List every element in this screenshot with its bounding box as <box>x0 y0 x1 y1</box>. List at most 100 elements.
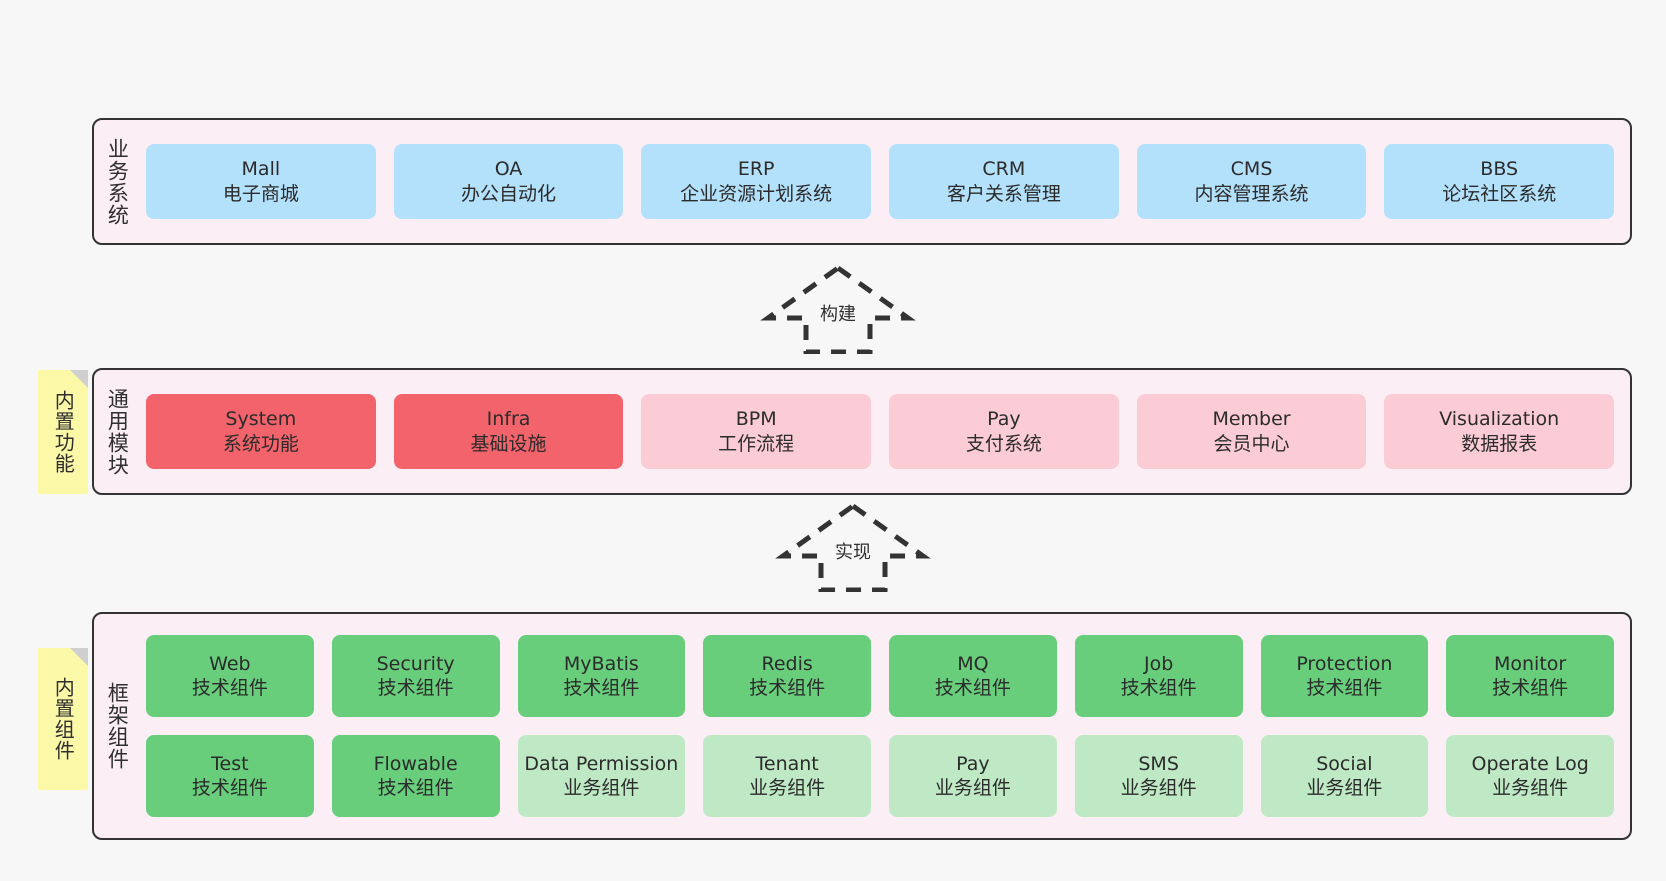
card-protection[interactable]: Protection 技术组件 <box>1260 635 1429 717</box>
card-redis[interactable]: Redis 技术组件 <box>703 635 871 717</box>
card-subtitle: 业务组件 <box>563 777 640 799</box>
card-title: Protection <box>1296 652 1393 675</box>
card-title: SMS <box>1138 752 1179 775</box>
card-row: Test 技术组件 Flowable 技术组件 Data Permission … <box>146 735 1614 817</box>
card-title: Test <box>211 752 249 775</box>
card-subtitle: 业务组件 <box>1492 777 1569 799</box>
card-mall[interactable]: Mall 电子商城 <box>146 144 376 219</box>
layer-body-business: Mall 电子商城 OA 办公自动化 ERP 企业资源计划系统 CRM 客户关系… <box>140 120 1630 243</box>
layer-title-common: 通用模块 <box>105 387 130 476</box>
note-text: 内置功能 <box>51 390 76 474</box>
card-row: System 系统功能 Infra 基础设施 BPM 工作流程 Pay 支付系统… <box>146 394 1615 469</box>
layer-business-system: 业务系统 Mall 电子商城 OA 办公自动化 ERP 企业资源计划系统 CRM… <box>92 118 1632 245</box>
card-erp[interactable]: ERP 企业资源计划系统 <box>641 144 872 219</box>
card-subtitle: 工作流程 <box>718 432 795 455</box>
card-title: Flowable <box>373 752 458 775</box>
card-tenant[interactable]: Tenant 业务组件 <box>703 735 871 817</box>
card-subtitle: 技术组件 <box>934 677 1011 699</box>
card-subtitle: 技术组件 <box>377 777 454 799</box>
card-mybatis[interactable]: MyBatis 技术组件 <box>517 635 686 717</box>
card-operate-log[interactable]: Operate Log 业务组件 <box>1446 735 1614 817</box>
card-pay-business[interactable]: Pay 业务组件 <box>889 735 1057 817</box>
card-visualization[interactable]: Visualization 数据报表 <box>1384 394 1615 469</box>
card-job[interactable]: Job 技术组件 <box>1074 635 1243 717</box>
card-subtitle: 技术组件 <box>191 677 268 699</box>
card-subtitle: 业务组件 <box>1306 777 1383 799</box>
card-title: CMS <box>1230 158 1273 181</box>
card-title: Job <box>1143 652 1174 675</box>
card-title: Redis <box>761 652 813 675</box>
card-pay[interactable]: Pay 支付系统 <box>889 394 1119 469</box>
card-oa[interactable]: OA 办公自动化 <box>393 144 624 219</box>
card-flowable[interactable]: Flowable 技术组件 <box>331 735 500 817</box>
card-data-permission[interactable]: Data Permission 业务组件 <box>517 735 686 817</box>
card-sms[interactable]: SMS 业务组件 <box>1074 735 1243 817</box>
card-title: Tenant <box>755 752 819 775</box>
card-security[interactable]: Security 技术组件 <box>331 635 500 717</box>
card-cms[interactable]: CMS 内容管理系统 <box>1136 144 1367 219</box>
layer-common-module: 通用模块 System 系统功能 Infra 基础设施 BPM 工作流程 Pay… <box>92 368 1632 495</box>
card-subtitle: 办公自动化 <box>461 182 557 205</box>
card-title: Infra <box>486 408 531 431</box>
layer-body-common: System 系统功能 Infra 基础设施 BPM 工作流程 Pay 支付系统… <box>140 370 1630 493</box>
card-subtitle: 支付系统 <box>965 432 1042 455</box>
card-title: Pay <box>987 408 1021 431</box>
arrow-build: 构建 <box>758 262 918 354</box>
card-title: MyBatis <box>563 652 639 675</box>
card-subtitle: 客户关系管理 <box>946 182 1061 205</box>
card-system[interactable]: System 系统功能 <box>146 394 376 469</box>
card-bbs[interactable]: BBS 论坛社区系统 <box>1384 144 1615 219</box>
card-title: Social <box>1316 752 1373 775</box>
note-builtin-function: 内置功能 <box>38 370 88 494</box>
card-title: Monitor <box>1494 652 1567 675</box>
card-row: Mall 电子商城 OA 办公自动化 ERP 企业资源计划系统 CRM 客户关系… <box>146 144 1615 219</box>
card-subtitle: 技术组件 <box>1120 677 1197 699</box>
card-bpm[interactable]: BPM 工作流程 <box>641 394 872 469</box>
card-title: Operate Log <box>1471 752 1589 775</box>
card-title: Security <box>376 652 455 675</box>
card-member[interactable]: Member 会员中心 <box>1136 394 1367 469</box>
layer-title-framework: 框架组件 <box>105 682 130 770</box>
card-title: BBS <box>1480 158 1519 181</box>
card-subtitle: 会员中心 <box>1213 432 1290 455</box>
card-subtitle: 数据报表 <box>1461 432 1538 455</box>
card-title: Web <box>209 652 251 675</box>
card-test[interactable]: Test 技术组件 <box>146 735 314 817</box>
card-title: Member <box>1212 408 1291 431</box>
card-title: Visualization <box>1439 408 1560 431</box>
layer-title-business: 业务系统 <box>105 137 130 226</box>
card-subtitle: 技术组件 <box>377 677 454 699</box>
card-subtitle: 技术组件 <box>749 677 826 699</box>
card-title: OA <box>494 158 523 181</box>
card-crm[interactable]: CRM 客户关系管理 <box>889 144 1119 219</box>
card-subtitle: 系统功能 <box>222 432 299 455</box>
card-title: Data Permission <box>524 752 679 775</box>
dashed-hollow-arrow-icon <box>775 502 931 592</box>
card-mq[interactable]: MQ 技术组件 <box>889 635 1057 717</box>
note-builtin-component: 内置组件 <box>38 648 88 790</box>
card-subtitle: 业务组件 <box>934 777 1011 799</box>
card-infra[interactable]: Infra 基础设施 <box>393 394 624 469</box>
card-subtitle: 电子商城 <box>222 182 299 205</box>
card-title: Pay <box>956 752 990 775</box>
dashed-hollow-arrow-icon <box>760 264 916 354</box>
card-subtitle: 论坛社区系统 <box>1442 182 1557 205</box>
card-row: Web 技术组件 Security 技术组件 MyBatis 技术组件 Redi… <box>146 635 1614 717</box>
arrow-implement: 实现 <box>773 500 933 592</box>
card-monitor[interactable]: Monitor 技术组件 <box>1446 635 1614 717</box>
card-subtitle: 基础设施 <box>470 432 547 455</box>
card-title: BPM <box>735 408 777 431</box>
card-social[interactable]: Social 业务组件 <box>1260 735 1429 817</box>
note-text: 内置组件 <box>51 677 76 761</box>
card-subtitle: 技术组件 <box>1492 677 1569 699</box>
card-title: System <box>225 408 297 431</box>
card-subtitle: 企业资源计划系统 <box>680 182 833 205</box>
card-title: CRM <box>982 158 1026 181</box>
card-title: MQ <box>957 652 989 675</box>
card-subtitle: 业务组件 <box>1120 777 1197 799</box>
card-subtitle: 技术组件 <box>1306 677 1383 699</box>
card-subtitle: 内容管理系统 <box>1194 182 1309 205</box>
layer-framework-component: 框架组件 Web 技术组件 Security 技术组件 MyBatis 技术组件… <box>92 612 1632 840</box>
card-web[interactable]: Web 技术组件 <box>146 635 314 717</box>
